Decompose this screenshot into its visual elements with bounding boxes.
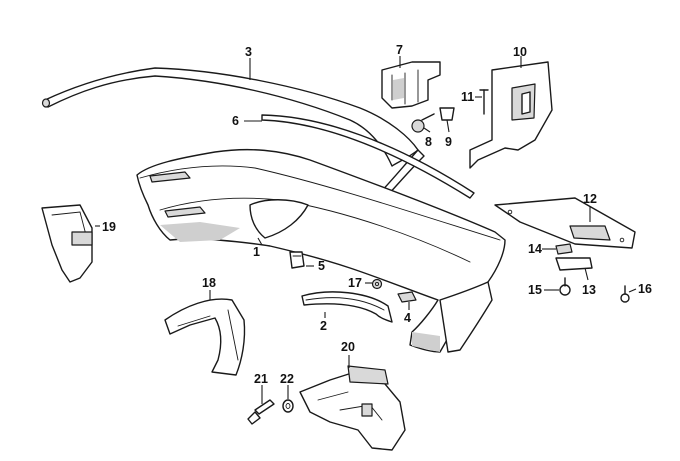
callout-12: 12 xyxy=(583,192,597,206)
callout-15: 15 xyxy=(528,283,542,297)
callout-6: 6 xyxy=(232,114,239,128)
part-7-mount-bracket xyxy=(381,61,441,109)
part-15-screw xyxy=(559,277,571,296)
part-8-bolt xyxy=(411,113,435,133)
part-2-bracket xyxy=(301,291,393,323)
callout-21: 21 xyxy=(254,372,268,386)
callout-2: 2 xyxy=(320,319,327,333)
callout-19: 19 xyxy=(102,220,116,234)
callout-13: 13 xyxy=(582,283,596,297)
callout-1: 1 xyxy=(253,245,260,259)
part-18-liner xyxy=(164,298,246,376)
callout-labels: 1 2 3 4 5 6 7 8 9 10 11 12 13 14 15 16 1… xyxy=(102,43,652,386)
callout-7: 7 xyxy=(396,43,403,57)
part-4-clip xyxy=(397,291,417,303)
callout-20: 20 xyxy=(341,340,355,354)
part-21-bolt xyxy=(247,399,275,425)
callout-16: 16 xyxy=(638,282,652,296)
part-6-trim-strip xyxy=(261,114,475,199)
callout-8: 8 xyxy=(425,135,432,149)
callout-11: 11 xyxy=(461,90,474,104)
callout-22: 22 xyxy=(280,372,294,386)
part-12-plate xyxy=(494,197,636,249)
leader-lines xyxy=(95,56,637,404)
part-16-screw xyxy=(620,285,630,303)
callout-3: 3 xyxy=(245,45,252,59)
part-19-side-bracket xyxy=(41,204,93,283)
callout-4: 4 xyxy=(404,311,411,325)
part-11-stud xyxy=(479,89,489,115)
part-1-bumper-cover xyxy=(136,148,506,353)
callout-10: 10 xyxy=(513,45,527,59)
part-5-clip xyxy=(289,251,305,269)
callout-17: 17 xyxy=(348,276,362,290)
part-17-nut xyxy=(371,278,383,290)
part-14-clip xyxy=(555,243,573,255)
callout-9: 9 xyxy=(445,135,452,149)
part-13-bracket xyxy=(555,257,593,271)
callout-18: 18 xyxy=(202,276,216,290)
callout-5: 5 xyxy=(318,259,325,273)
part-10-support xyxy=(469,61,553,169)
part-22-washer xyxy=(282,399,294,413)
part-20-lower-bracket xyxy=(299,365,406,451)
callout-14: 14 xyxy=(528,242,542,256)
part-9-clip xyxy=(439,107,455,121)
